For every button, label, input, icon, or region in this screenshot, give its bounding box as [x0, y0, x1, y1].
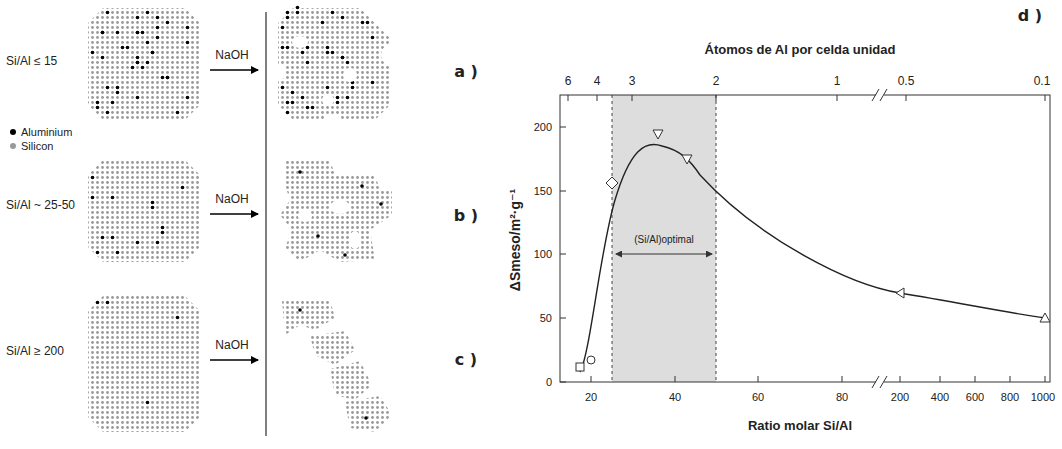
- tick-label: 4: [594, 75, 601, 89]
- legend-item: Silicon: [10, 140, 53, 152]
- ratio-label: Si/Al ~ 25-50: [6, 199, 75, 213]
- tick-label: 1: [834, 75, 841, 89]
- legend-item: Aluminium: [10, 126, 72, 138]
- tick-label: 200: [891, 391, 909, 404]
- tick-label: 100: [534, 248, 552, 261]
- tick-label: 50: [540, 312, 552, 325]
- tick-label: 800: [1001, 391, 1019, 404]
- reagent-label: NaOH: [215, 49, 248, 63]
- ratio-label: Si/Al ≥ 200: [6, 345, 64, 359]
- tick-label: 3: [629, 75, 636, 89]
- tick-label: 80: [836, 391, 848, 404]
- tick-label: 400: [931, 391, 949, 404]
- legend-text: Silicon: [21, 140, 53, 152]
- tick-label: 60: [752, 391, 764, 404]
- tick-label: 150: [534, 185, 552, 198]
- legend-swatch: [10, 143, 16, 149]
- axis-title: ΔSmeso/m²·g⁻¹: [507, 189, 523, 291]
- tick-label: 6: [565, 75, 572, 89]
- tick-label: 0: [546, 376, 552, 389]
- tick-label: 0.1: [1034, 75, 1051, 89]
- tick-label: 600: [966, 391, 984, 404]
- range-label: (Si/Al)optimal: [634, 234, 693, 246]
- tick-label: 2: [713, 75, 720, 89]
- tick-label: 20: [585, 391, 597, 404]
- panel-letter: a ): [454, 63, 478, 81]
- tick-label: 1000: [1031, 391, 1055, 404]
- panel-letter: c ): [455, 351, 477, 369]
- tick-label: 0.5: [898, 75, 915, 89]
- legend-swatch: [10, 129, 16, 135]
- reagent-label: NaOH: [215, 193, 248, 207]
- tick-label: 200: [534, 121, 552, 134]
- ratio-label: Si/Al ≤ 15: [6, 55, 57, 69]
- legend-text: Aluminium: [21, 126, 72, 138]
- panel-letter: b ): [454, 207, 478, 225]
- panel-letter: d ): [1018, 7, 1042, 25]
- tick-label: 40: [669, 391, 681, 404]
- axis-title: Átomos de Al por celda unidad: [705, 43, 896, 58]
- axis-title: Ratio molar Si/Al: [748, 419, 852, 434]
- reagent-label: NaOH: [215, 339, 248, 353]
